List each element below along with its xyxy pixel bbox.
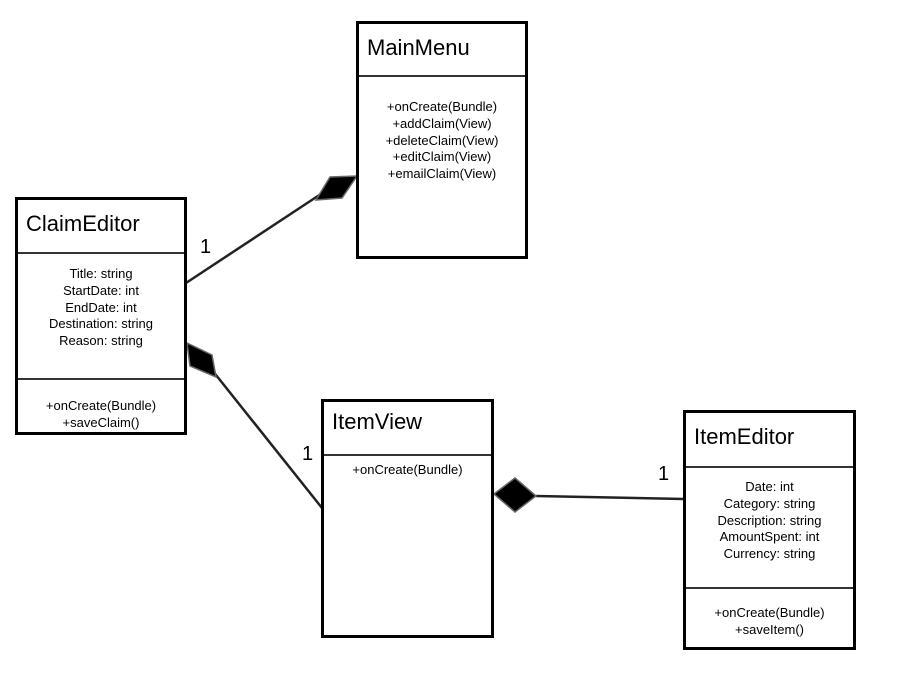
class-name: MainMenu (359, 24, 525, 77)
method-item: +onCreate(Bundle) (714, 605, 825, 620)
attribute-item: Description: string (717, 512, 822, 528)
method-item: +saveClaim() (62, 414, 140, 430)
method-item: +saveItem() (735, 621, 804, 637)
multiplicity-itemeditor-itemview: 1 (658, 463, 670, 485)
method-item: +deleteClaim(View) (385, 132, 499, 148)
method-item: +emailClaim(View) (387, 166, 497, 182)
methods-section: +onCreate(Bundle)+addClaim(View)+deleteC… (359, 99, 525, 183)
composition-diamond-mainmenu (314, 175, 359, 201)
class-name: ClaimEditor (18, 200, 184, 254)
method-item: +editClaim(View) (392, 149, 492, 165)
attribute-item: Title: string (69, 266, 133, 281)
method-item: +onCreate(Bundle) (352, 462, 463, 477)
attribute-item: Currency: string (723, 546, 816, 562)
composition-diamond-itemview (492, 477, 538, 513)
class-name: ItemView (324, 402, 491, 456)
method-item: +onCreate(Bundle) (386, 99, 498, 114)
multiplicity-claimeditor-mainmenu: 1 (200, 236, 212, 258)
class-box-mainmenu: MainMenu +onCreate(Bundle)+addClaim(View… (356, 21, 528, 259)
class-box-itemview: ItemView +onCreate(Bundle) (321, 399, 494, 638)
attribute-item: Destination: string (48, 316, 154, 332)
attribute-item: Reason: string (59, 333, 143, 349)
attribute-item: StartDate: int (63, 282, 139, 298)
multiplicity-itemview-claimeditor: 1 (302, 443, 314, 465)
methods-section: +onCreate(Bundle)+saveItem() (686, 587, 853, 639)
attribute-item: Date: int (745, 479, 794, 494)
association-line-mainmenu-claimeditor (185, 186, 331, 285)
methods-section: +onCreate(Bundle)+saveClaim() (18, 378, 184, 432)
attribute-item: Category: string (723, 495, 816, 511)
class-name: ItemEditor (686, 413, 853, 468)
association-line-itemview-itemeditor (535, 494, 685, 501)
attribute-item: EndDate: int (65, 299, 137, 315)
methods-section: +onCreate(Bundle) (324, 462, 491, 479)
attribute-item: AmountSpent: int (719, 529, 820, 545)
method-item: +onCreate(Bundle) (45, 398, 157, 413)
composition-diamond-claimeditor (186, 341, 217, 379)
method-item: +addClaim(View) (392, 115, 492, 131)
association-line-claimeditor-itemview (211, 369, 323, 509)
